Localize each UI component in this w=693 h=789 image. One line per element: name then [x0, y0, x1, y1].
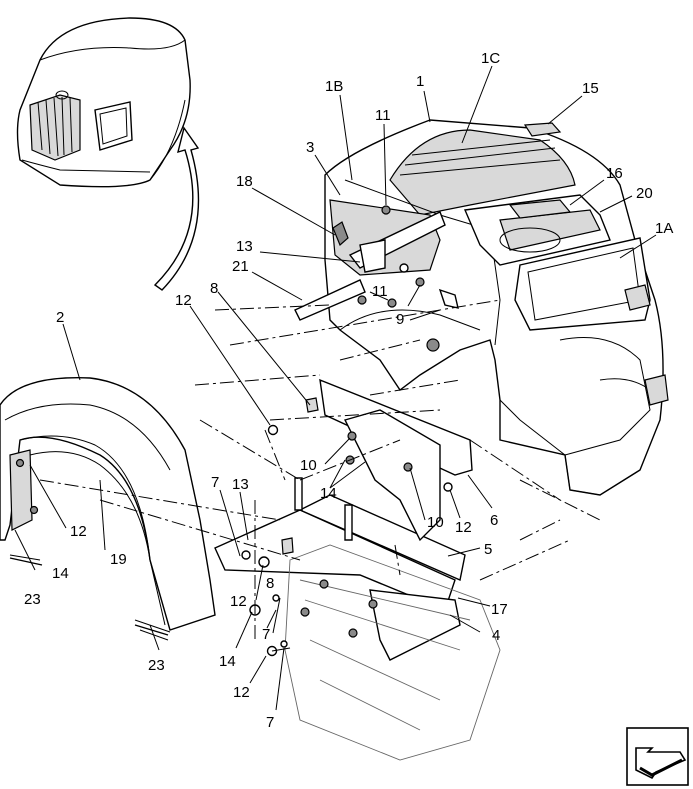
callout-12-upper: 12: [175, 292, 192, 309]
callout-15: 15: [582, 80, 599, 97]
callout-3: 3: [306, 139, 314, 156]
callout-10-upper: 10: [300, 457, 317, 474]
callout-11-upper: 11: [375, 107, 391, 124]
leader-lines: [14, 65, 657, 711]
callout-16: 16: [606, 165, 623, 182]
callout-8-lower: 8: [266, 575, 274, 592]
callout-21: 21: [232, 258, 249, 275]
callout-10-lower: 10: [427, 514, 444, 531]
fender-panel: [0, 377, 216, 641]
callout-labels: 1 1C 15 1B 11 3 16 20 18 1A 13 21 8 11 1…: [24, 50, 673, 731]
hood-inset-illustration: [16, 17, 191, 188]
callout-11-lower: 11: [372, 283, 388, 300]
callout-7-mid: 7: [262, 626, 270, 643]
callout-20: 20: [636, 185, 653, 202]
centerlines: [39, 299, 601, 640]
lower-bracket-stack: [214, 378, 501, 761]
callout-7-bottom: 7: [266, 714, 274, 731]
callout-2: 2: [56, 309, 64, 326]
part-18-grommet: [332, 221, 349, 247]
callout-1b: 1B: [325, 78, 343, 95]
callout-12-left: 12: [70, 523, 87, 540]
part-16: [508, 199, 572, 219]
callout-12-lower-mid: 12: [230, 593, 247, 610]
page-forward-arrow-icon[interactable]: [626, 727, 689, 786]
callout-13-lower: 13: [232, 476, 249, 493]
callout-7-upper: 7: [211, 474, 219, 491]
callout-14-upper: 14: [320, 485, 337, 502]
callout-4: 4: [492, 627, 500, 644]
callout-14-lower: 14: [219, 653, 236, 670]
callout-18: 18: [236, 173, 253, 190]
callout-8-upper: 8: [210, 280, 218, 297]
callout-9: 9: [396, 311, 404, 328]
callout-19: 19: [110, 551, 127, 568]
fasteners: [241, 263, 453, 657]
callout-12-mid: 12: [455, 519, 472, 536]
bracket-assembly: [294, 211, 446, 321]
callout-1a: 1A: [655, 220, 673, 237]
curved-arrow: [153, 126, 200, 291]
callout-6: 6: [490, 512, 498, 529]
callout-12-bottom: 12: [233, 684, 250, 701]
callout-1c: 1C: [481, 50, 500, 67]
callout-17: 17: [491, 601, 508, 618]
callout-5: 5: [484, 541, 492, 558]
part-15-cap: [523, 122, 562, 137]
callout-1: 1: [416, 73, 424, 90]
callout-23-left: 23: [24, 591, 41, 608]
callout-13-upper: 13: [236, 238, 253, 255]
callout-23-right: 23: [148, 657, 165, 674]
callout-14-left: 14: [52, 565, 69, 582]
